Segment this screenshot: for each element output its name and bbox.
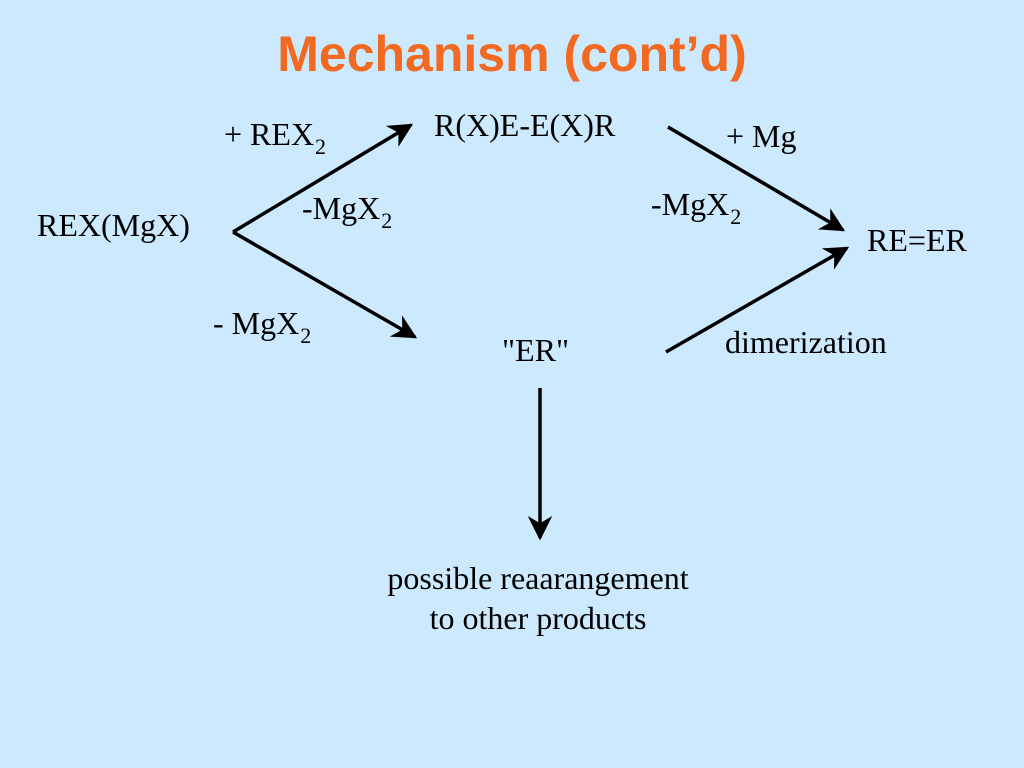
condition-lower-left-loss-subscript: 2 — [300, 323, 312, 348]
species-product-label: RE=ER — [867, 222, 967, 258]
species-product: RE=ER — [867, 222, 967, 258]
species-start-label: REX(MgX) — [37, 207, 190, 243]
arrow-start-to-dimer — [232, 123, 414, 234]
species-start: REX(MgX) — [37, 207, 190, 243]
condition-lower-right: dimerization — [725, 324, 887, 360]
species-radical: "ER" — [502, 332, 569, 368]
arrow-radical-to-product — [665, 246, 850, 354]
condition-upper-right-reagent-text: + Mg — [726, 118, 797, 154]
condition-upper-left-loss: -MgX2 — [302, 190, 393, 233]
species-radical-label: "ER" — [502, 332, 570, 368]
arrow-dimer-to-product — [667, 125, 846, 232]
condition-lower-left-loss: - MgX2 — [213, 305, 312, 348]
condition-upper-left-loss-subscript: 2 — [381, 208, 393, 233]
condition-upper-right-loss-subscript: 2 — [730, 204, 742, 229]
condition-upper-left-reagent-subscript: 2 — [315, 134, 327, 159]
species-dimer-intermediate-label: R(X)E-E(X)R — [434, 107, 616, 143]
condition-lower-right-text: dimerization — [725, 324, 887, 360]
side-path-line-1: possible reaarangement — [387, 560, 689, 596]
side-path-line-2: to other products — [429, 600, 647, 636]
side-path-note: possible reaarangement to other products — [312, 558, 764, 638]
condition-upper-right-loss: -MgX2 — [651, 186, 742, 229]
arrow-start-to-radical — [232, 230, 418, 339]
condition-upper-left-reagent: + REX2 — [224, 116, 327, 159]
condition-upper-right-reagent: + Mg — [726, 118, 797, 154]
condition-upper-right-loss-text: -MgX — [651, 186, 730, 222]
condition-lower-left-loss-text: - MgX — [213, 305, 300, 341]
slide-title: Mechanism (cont’d) — [277, 26, 747, 82]
species-dimer-intermediate: R(X)E-E(X)R — [434, 107, 615, 143]
condition-upper-left-loss-text: -MgX — [302, 190, 381, 226]
condition-upper-left-reagent-text: + REX — [224, 116, 315, 152]
